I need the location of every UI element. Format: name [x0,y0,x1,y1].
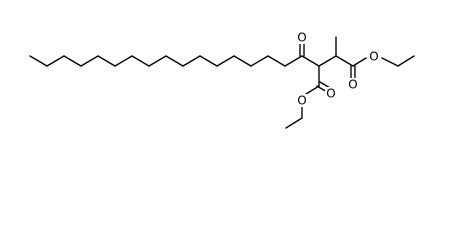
atom-label-layer: O O O O O [296,31,379,108]
chain-bond [216,55,235,67]
atom-label-background [347,78,359,91]
atom-label-background [367,50,379,63]
chain-bond [80,55,99,67]
chain-bond [114,55,133,67]
atom-label-background [296,94,308,107]
ethyl-bond [397,55,415,67]
ester-single-bond [305,85,320,95]
chemical-structure-diagram: O O O O O [29,31,415,129]
ester-single-bond [352,57,367,67]
ethyl-bond [381,57,399,67]
chain-bond [46,55,65,67]
chain-bond [29,55,48,67]
chain-bond [182,55,201,67]
bond-layer [29,36,415,129]
chain-bond [284,55,303,67]
ester-ether-oxygen-label: O [369,50,378,64]
backbone-bond [318,55,337,67]
ester-carbonyl-oxygen-label: O [348,78,357,92]
chain-bond [233,55,252,67]
ketone-oxygen-label: O [297,31,306,45]
chain-bond [267,55,286,67]
atom-label-background [296,31,308,44]
chain-bond [131,55,150,67]
chain-bond [250,55,269,67]
chain-bond [63,55,82,67]
ester-carbonyl-oxygen-label: O [326,87,335,101]
ethyl-bond [285,117,303,129]
ester-ether-oxygen-label: O [297,94,306,108]
backbone-bond [301,55,320,67]
atom-label-background [325,87,337,100]
chain-bond [165,55,184,67]
backbone-bond [335,55,354,67]
chain-bond [148,55,167,67]
chain-bond [199,55,218,67]
chain-bond [97,55,116,67]
